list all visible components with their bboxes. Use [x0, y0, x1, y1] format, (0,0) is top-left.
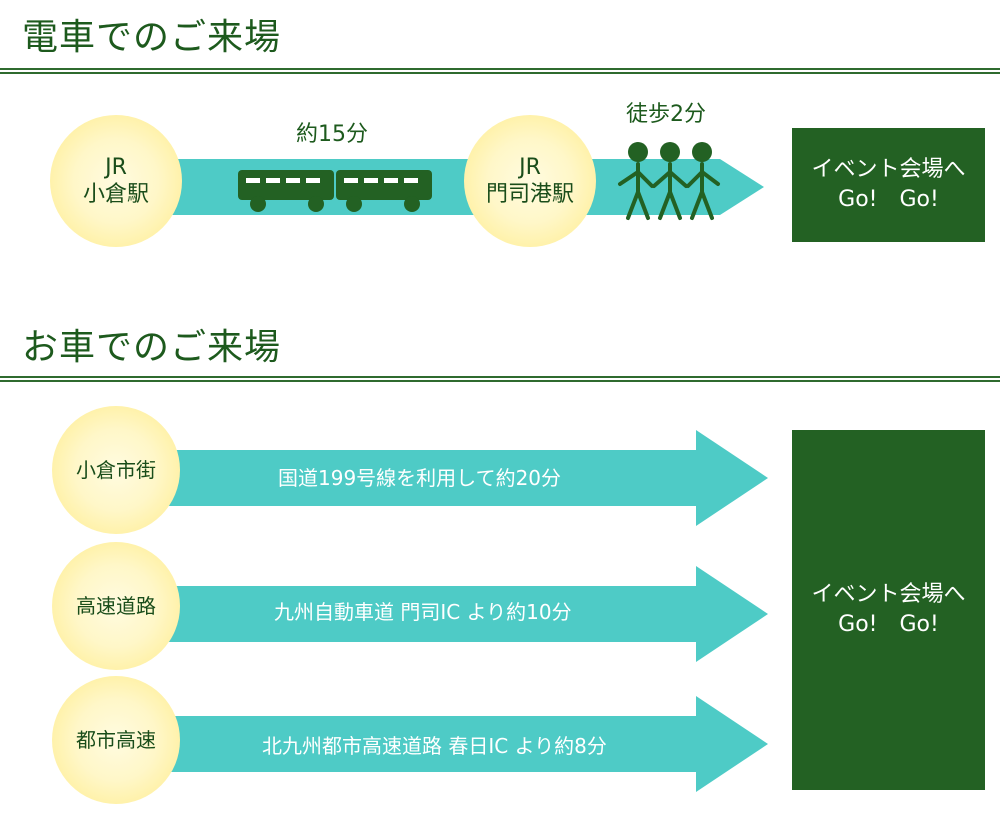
origin-station-line1: JR — [105, 154, 127, 180]
car-destination-line2: Go! Go! — [838, 612, 939, 637]
train-section-divider — [0, 68, 1000, 74]
walking-people-icon — [618, 142, 720, 220]
train-destination-line1: イベント会場へ — [811, 157, 966, 183]
route-origin-label: 高速道路 — [76, 593, 156, 618]
car-destination-box: イベント会場へ Go! Go! — [792, 430, 985, 790]
route-origin-label: 小倉市街 — [76, 457, 156, 482]
train-route-arrowhead — [720, 159, 764, 215]
route-origin-circle: 都市高速 — [52, 676, 180, 804]
route-arrowhead — [696, 566, 768, 662]
route-arrow-bar — [160, 450, 700, 506]
route-description: 九州自動車道 門司IC より約10分 — [274, 600, 572, 624]
route-origin-label: 都市高速 — [76, 727, 156, 752]
route-description: 国道199号線を利用して約20分 — [278, 466, 562, 490]
train-section-title: 電車でのご来場 — [22, 17, 282, 58]
route-description: 北九州都市高速道路 春日IC より約8分 — [262, 734, 607, 758]
car-destination-line1: イベント会場へ — [811, 582, 966, 608]
car-section-divider — [0, 376, 1000, 382]
transfer-station-circle: JR 門司港駅 — [464, 115, 596, 247]
train-duration-label: 約15分 — [296, 122, 368, 147]
train-icon — [238, 170, 432, 212]
origin-station-line2: 小倉駅 — [82, 182, 149, 207]
transfer-station-line2: 門司港駅 — [485, 182, 574, 207]
route-arrowhead — [696, 696, 768, 792]
origin-station-circle: JR 小倉駅 — [50, 115, 182, 247]
walk-duration-label: 徒歩2分 — [626, 102, 706, 127]
train-destination-box: イベント会場へ Go! Go! — [792, 128, 985, 242]
train-destination-line2: Go! Go! — [838, 187, 939, 212]
route-origin-circle: 高速道路 — [52, 542, 180, 670]
route-arrowhead — [696, 430, 768, 526]
route-origin-circle: 小倉市街 — [52, 406, 180, 534]
car-section-title: お車でのご来場 — [22, 327, 282, 368]
route-arrow-bar — [160, 716, 700, 772]
route-arrow-bar — [160, 586, 700, 642]
transfer-station-line1: JR — [519, 154, 541, 180]
